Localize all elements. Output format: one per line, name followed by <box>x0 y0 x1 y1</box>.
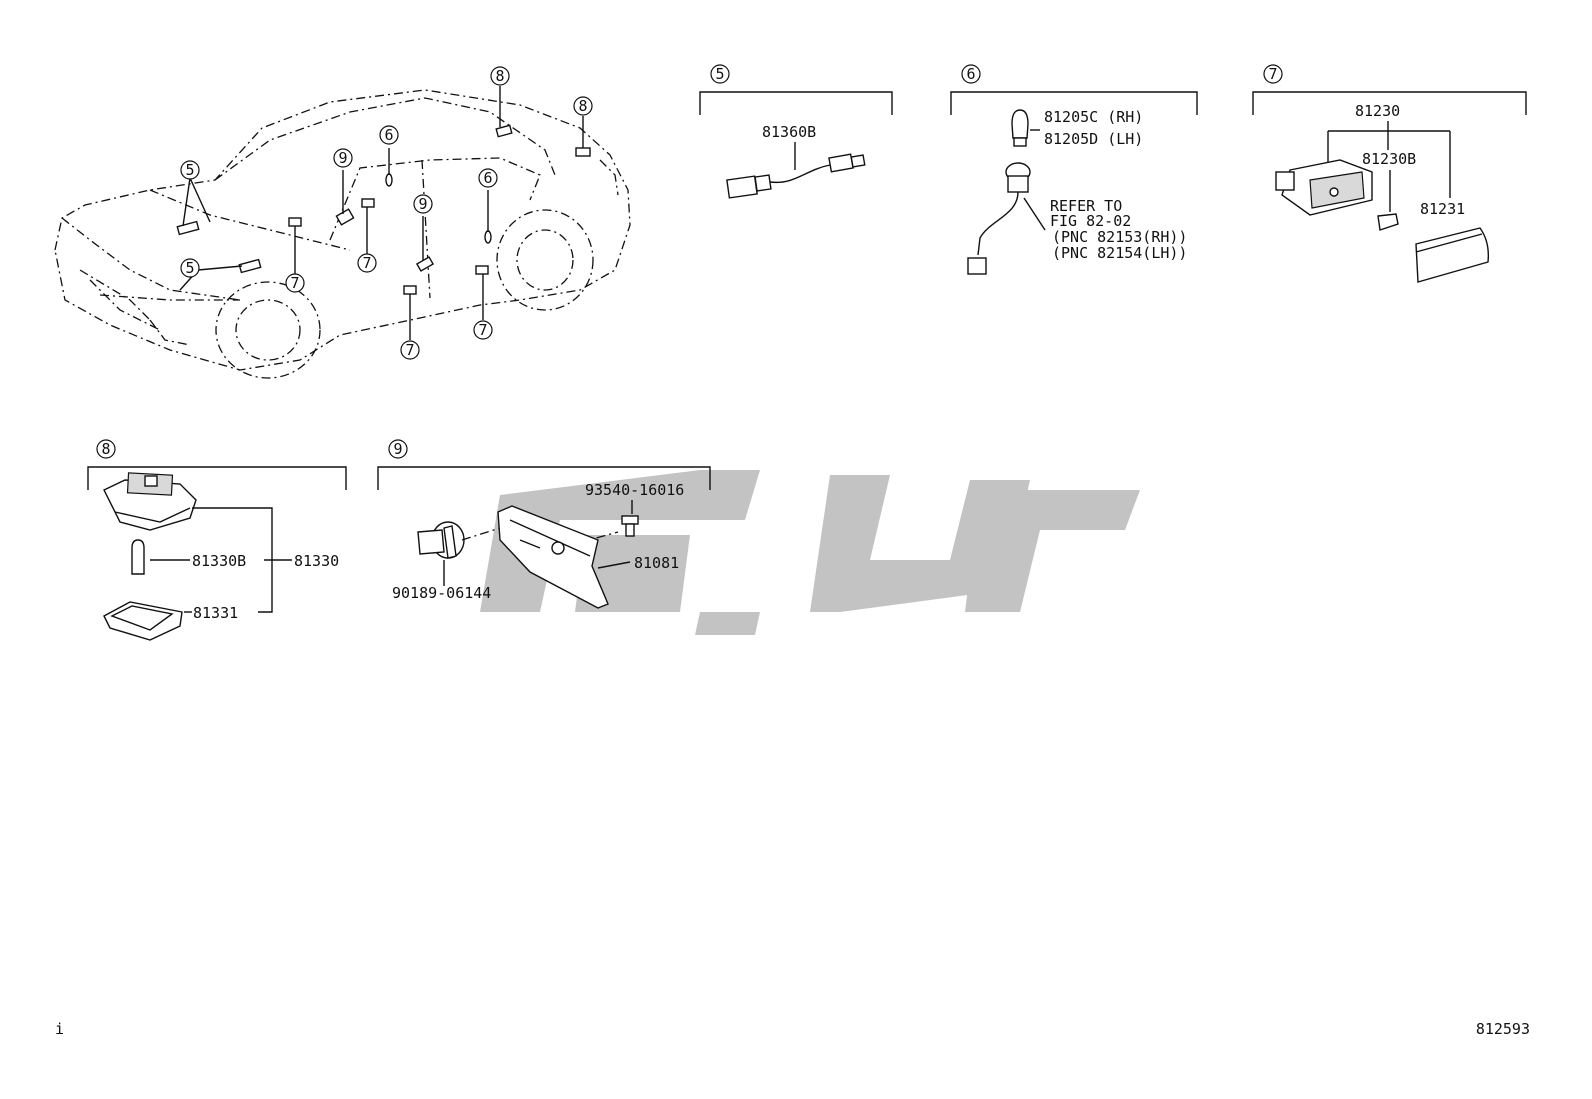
svg-text:8: 8 <box>578 97 587 115</box>
part-81330: 81330 <box>294 552 339 570</box>
bulb-81330B <box>131 539 145 575</box>
group-6-callout: 6 <box>961 64 981 84</box>
part-93540-16016: 93540-16016 <box>585 481 684 499</box>
group-5-callout: 5 <box>710 64 730 84</box>
wire-harness-81360B <box>726 153 866 199</box>
part-81230B: 81230B <box>1362 150 1416 168</box>
group-9: 9 93540-16016 90189-06144 81081 <box>377 439 711 609</box>
callout-9: 9 <box>413 194 433 214</box>
socket-wire <box>967 162 1046 275</box>
svg-text:6: 6 <box>384 126 393 144</box>
svg-text:8: 8 <box>495 67 504 85</box>
lens-81331 <box>103 601 183 641</box>
car-callout-circles: 5 5 6 6 9 9 7 7 7 7 8 8 <box>180 66 593 360</box>
bulb-81205 <box>1011 109 1029 147</box>
part-81230: 81230 <box>1355 102 1400 120</box>
refer-line-3: (PNC 82153(RH)) <box>1052 228 1187 246</box>
group-8-callout: 8 <box>96 439 116 459</box>
part-81205D: 81205D (LH) <box>1044 130 1143 148</box>
callout-7: 7 <box>473 320 493 340</box>
svg-text:5: 5 <box>185 259 194 277</box>
footer-left-mark: i <box>55 1020 64 1038</box>
callout-8: 8 <box>490 66 510 86</box>
group-8: 8 81330B 81330 81331 <box>87 439 347 641</box>
group-5: 5 81360B <box>699 64 893 199</box>
part-81330B: 81330B <box>192 552 246 570</box>
svg-text:7: 7 <box>405 341 414 359</box>
watermark-logo <box>480 470 1140 635</box>
svg-text:6: 6 <box>483 169 492 187</box>
refer-line-4: (PNC 82154(LH)) <box>1052 244 1187 262</box>
svg-text:7: 7 <box>362 254 371 272</box>
svg-text:5: 5 <box>715 65 724 83</box>
callout-7: 7 <box>357 253 377 273</box>
svg-text:9: 9 <box>393 440 402 458</box>
part-81231: 81231 <box>1420 200 1465 218</box>
room-lamp-81330 <box>103 472 197 531</box>
callout-7: 7 <box>285 273 305 293</box>
group-9-callout: 9 <box>388 439 408 459</box>
callout-7: 7 <box>400 340 420 360</box>
bracket-81081 <box>497 505 609 609</box>
svg-text:5: 5 <box>185 161 194 179</box>
svg-text:7: 7 <box>1268 65 1277 83</box>
group-6: 6 81205C (RH) 81205D (LH) REFER TO FIG 8… <box>950 64 1198 275</box>
diagram-number: 812593 <box>1476 1020 1530 1038</box>
group-7: 7 81230 81230B 81231 <box>1252 64 1527 283</box>
callout-6: 6 <box>379 125 399 145</box>
part-81081: 81081 <box>634 554 679 572</box>
refer-line-2: FIG 82-02 <box>1050 212 1131 230</box>
svg-text:9: 9 <box>418 195 427 213</box>
car-callout-leaders <box>179 86 584 340</box>
svg-text:7: 7 <box>290 274 299 292</box>
callout-9: 9 <box>333 148 353 168</box>
part-90189-06144: 90189-06144 <box>392 584 491 602</box>
clip-90189 <box>417 521 465 559</box>
part-81360B: 81360B <box>762 123 816 141</box>
refer-line-1: REFER TO <box>1050 197 1122 215</box>
screw-93540 <box>621 515 639 537</box>
svg-text:8: 8 <box>101 440 110 458</box>
lens-81231 <box>1415 227 1490 283</box>
svg-text:6: 6 <box>966 65 975 83</box>
callout-8: 8 <box>573 96 593 116</box>
group-7-callout: 7 <box>1263 64 1283 84</box>
part-81331: 81331 <box>193 604 238 622</box>
part-81205C: 81205C (RH) <box>1044 108 1143 126</box>
callout-5: 5 <box>180 160 200 180</box>
bulb-81230B <box>1377 213 1399 231</box>
svg-text:9: 9 <box>338 149 347 167</box>
callout-6: 6 <box>478 168 498 188</box>
lamp-housing-81230 <box>1275 159 1373 216</box>
car-overview <box>54 89 631 379</box>
callout-5: 5 <box>180 258 200 278</box>
svg-text:7: 7 <box>478 321 487 339</box>
car-part-markers <box>176 124 591 295</box>
